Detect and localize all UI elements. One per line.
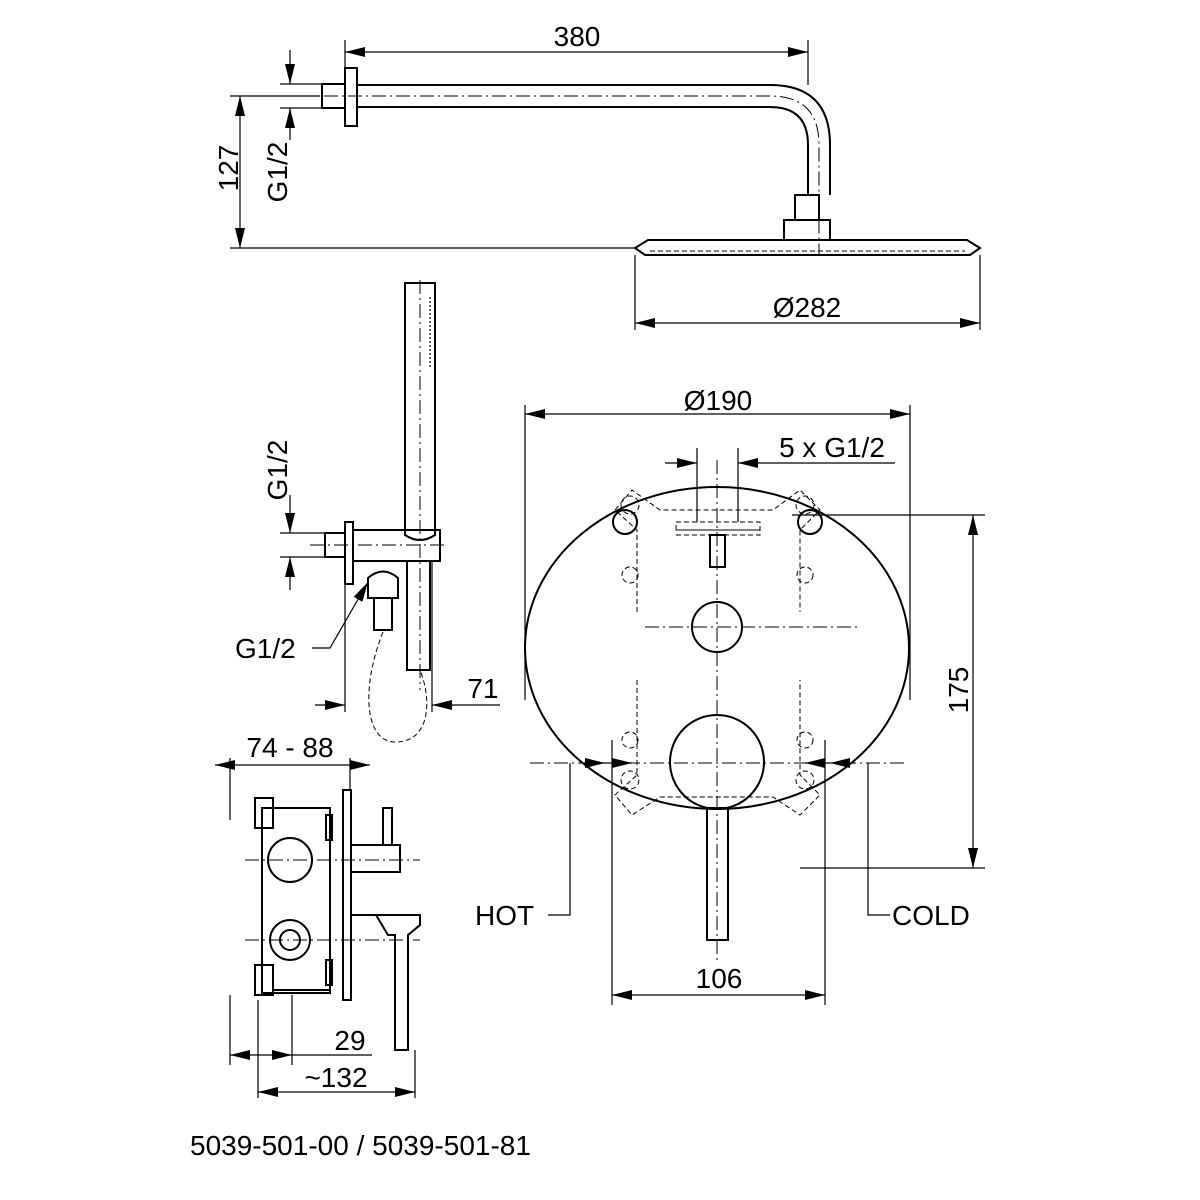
dim-132: ~132: [257, 1000, 416, 1098]
box-clip-bottom: [325, 959, 333, 986]
dim-71: 71: [315, 560, 500, 712]
handle-bottom: [406, 562, 431, 671]
holder-thread-outlet-label: G1/2: [235, 633, 296, 664]
hose-outlet: [367, 570, 399, 631]
diverter-knob-side: [351, 807, 401, 873]
shower-arm-view: [300, 67, 982, 256]
dim-arm-thread: G1/2: [262, 50, 322, 202]
front-centerlines: [530, 460, 905, 960]
box-lug-top: [254, 797, 274, 829]
article-numbers: 5039-501-00 / 5039-501-81: [190, 1130, 531, 1161]
dim-71-label: 71: [467, 673, 498, 704]
cold-label: COLD: [892, 900, 970, 931]
dim-106: 106: [611, 740, 826, 1005]
box-top-ports: [675, 521, 761, 536]
dim-ports: 5 x G1/2: [665, 432, 895, 522]
box-clip-top: [325, 814, 333, 841]
dim-175: 175: [792, 514, 985, 869]
box-hole: [620, 770, 640, 790]
head-nut: [794, 194, 820, 221]
arm-pipe: [357, 84, 831, 195]
holder-thread-wall-label: G1/2: [262, 440, 293, 501]
box-hole: [796, 566, 814, 584]
arm-centerline: [300, 95, 820, 255]
dim-127-label: 127: [213, 145, 244, 192]
lug-tl: [612, 509, 638, 535]
cold-callout: COLD: [805, 758, 970, 931]
lug-tr: [797, 509, 823, 535]
dim-190: Ø190: [524, 385, 911, 700]
mixer-lever-side: [351, 914, 421, 1051]
dim-29: 29: [229, 995, 372, 1065]
box-hole: [795, 495, 815, 515]
side-centerlines: [245, 859, 420, 941]
dim-190-label: Ø190: [684, 385, 753, 416]
box-hole: [621, 566, 639, 584]
dim-175-label: 175: [943, 667, 974, 714]
dim-127: 127: [213, 95, 635, 249]
dim-282-label: Ø282: [773, 292, 842, 323]
dim-ports-label: 5 x G1/2: [779, 432, 885, 463]
dim-380: 380: [344, 21, 809, 85]
dim-380-label: 380: [554, 21, 601, 52]
valve-side-view: [245, 789, 421, 1051]
hot-label: HOT: [475, 900, 534, 931]
dim-holder-thread: G1/2: [262, 440, 325, 590]
box-hole: [620, 495, 640, 515]
dim-132-label: ~132: [304, 1062, 367, 1093]
holder-flange: [344, 521, 354, 585]
box-hole: [795, 770, 815, 790]
box-hole: [621, 731, 639, 749]
dim-outlet-thread: G1/2: [235, 581, 369, 664]
valve-front-view: [524, 460, 910, 960]
box-edges: [273, 807, 330, 991]
dim-106-label: 106: [696, 963, 743, 994]
hand-shower-view: [310, 280, 445, 743]
box-hole: [796, 731, 814, 749]
holder-centerlines: [310, 280, 445, 690]
hand-shower-handle: [404, 282, 436, 541]
hose-loop: [368, 631, 428, 743]
dim-74-88-label: 74 - 88: [246, 732, 333, 763]
head-connector: [783, 219, 831, 241]
hot-callout: HOT: [475, 758, 632, 931]
arm-thread-label: G1/2: [262, 142, 293, 203]
dim-29-label: 29: [334, 1025, 365, 1056]
box-lug-bottom: [254, 964, 274, 996]
shower-head: [633, 239, 982, 256]
cover-plate-side: [342, 789, 352, 1001]
dim-282: Ø282: [634, 255, 981, 330]
dim-74-88: 74 - 88: [215, 732, 370, 820]
arm-wall-flange: [344, 67, 358, 127]
